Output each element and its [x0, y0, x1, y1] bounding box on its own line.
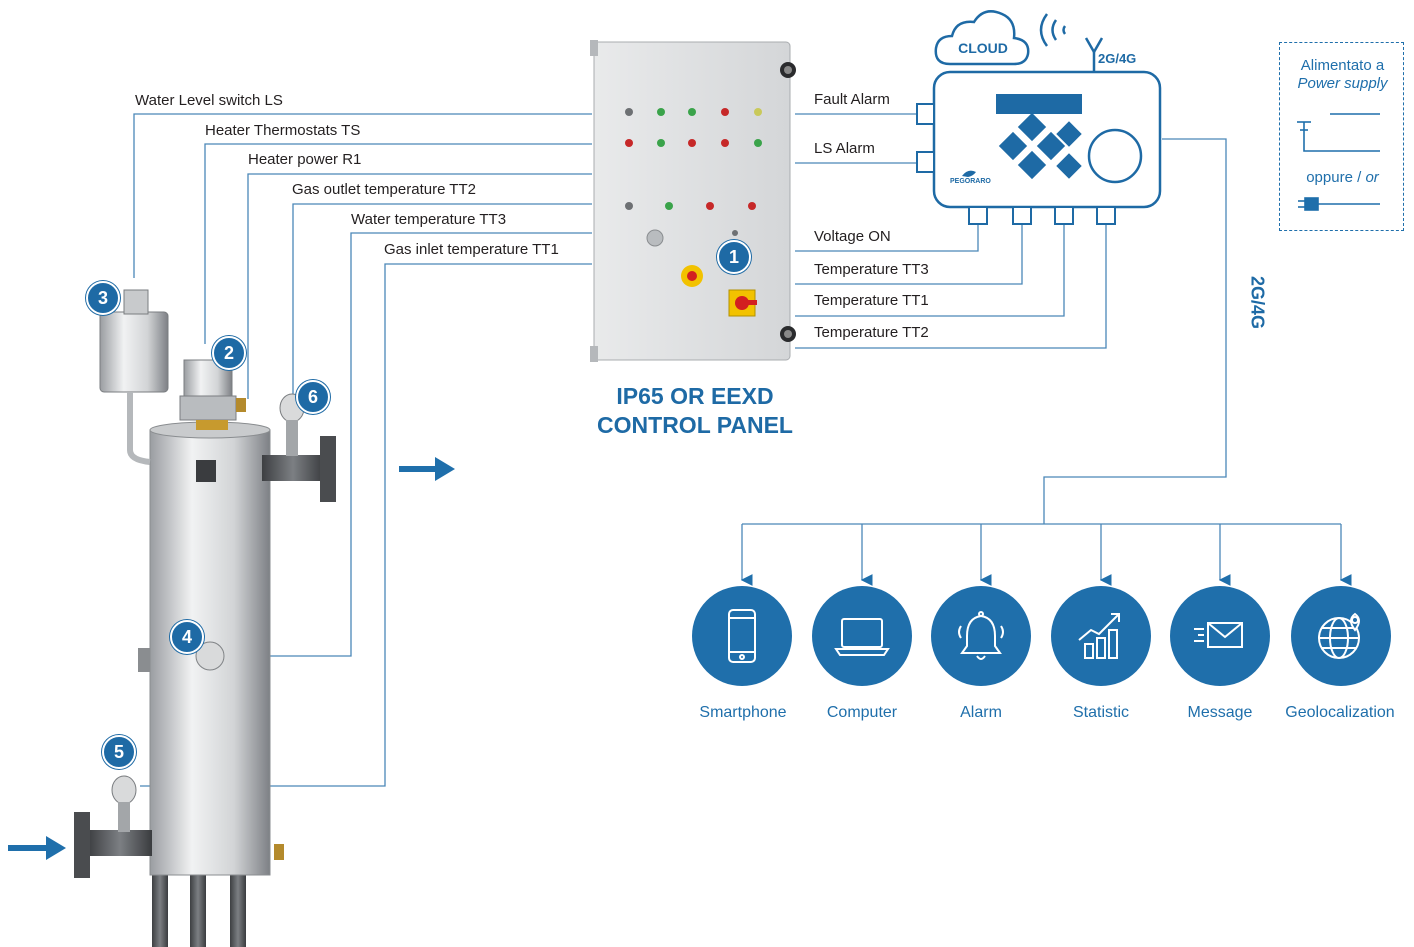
antenna-icon: [1039, 13, 1104, 72]
label-ls-alarm: LS Alarm: [814, 140, 875, 157]
bell-icon: [958, 611, 1004, 660]
statistic-circle: [1051, 586, 1151, 686]
output-label-message: Message: [1187, 704, 1253, 721]
badge-3: 3: [86, 281, 120, 315]
alarm-circle: [931, 586, 1031, 686]
controller-box: [916, 70, 1162, 225]
label-water-temperature: Water temperature TT3: [351, 211, 507, 228]
badge-1: 1: [717, 240, 751, 274]
control-panel-title-line2: CONTROL PANEL: [597, 412, 793, 438]
smartphone-circle: [692, 586, 792, 686]
label-water-level-switch: Water Level switch LS: [135, 92, 283, 109]
badge-4: 4: [170, 620, 204, 654]
badge-6: 6: [296, 380, 330, 414]
control-panel-title: IP65 OR EEXD CONTROL PANEL: [560, 382, 830, 440]
heater-vessel: [74, 289, 336, 947]
label-temperature-tt1: Temperature TT1: [814, 292, 929, 309]
power-supply-or: oppure / or: [1306, 169, 1379, 186]
label-gas-outlet-temperature: Gas outlet temperature TT2: [292, 181, 476, 198]
controller-wires: [740, 113, 1352, 586]
cloud-label: CLOUD: [958, 40, 1008, 56]
panel-indicator-lights: [625, 108, 762, 247]
label-heater-thermostats: Heater Thermostats TS: [205, 122, 361, 139]
control-panel-title-line1: IP65 OR EEXD: [616, 383, 774, 409]
computer-circle: [812, 586, 912, 686]
message-circle: [1170, 586, 1270, 686]
cloud-icon: [934, 10, 1030, 66]
network-label: 2G/4G: [1098, 51, 1137, 66]
power-supply-line1: Alimentato a: [1300, 57, 1385, 74]
envelope-icon: [1194, 622, 1243, 648]
output-label-computer: Computer: [826, 704, 898, 721]
network-vertical-label: 2G/4G: [1247, 275, 1268, 330]
output-label-statistic: Statistic: [1072, 704, 1129, 721]
power-supply-symbols: [1297, 113, 1380, 211]
globe-pin-icon: [1318, 612, 1360, 659]
label-temperature-tt2: Temperature TT2: [814, 324, 929, 341]
label-fault-alarm: Fault Alarm: [814, 91, 890, 108]
label-gas-inlet-temperature: Gas inlet temperature TT1: [384, 241, 559, 258]
output-label-alarm: Alarm: [960, 704, 1002, 721]
controller-brand: PEGORARO: [950, 178, 991, 185]
power-supply-legend: Alimentato a Power supply oppure / or: [1279, 42, 1404, 231]
laptop-icon: [834, 618, 890, 656]
label-temperature-tt3: Temperature TT3: [814, 261, 929, 278]
badge-5: 5: [102, 735, 136, 769]
power-supply-line2: Power supply: [1297, 75, 1388, 92]
label-voltage-on: Voltage ON: [814, 228, 891, 245]
flow-arrows: [8, 457, 455, 860]
smartphone-icon: [728, 609, 756, 663]
label-heater-power: Heater power R1: [248, 151, 362, 168]
geolocalization-circle: [1291, 586, 1391, 686]
output-label-geolocalization: Geolocalization: [1285, 704, 1395, 721]
control-panel-cabinet: [590, 40, 796, 362]
output-label-smartphone: Smartphone: [699, 704, 787, 721]
chart-icon: [1078, 613, 1120, 659]
badge-2: 2: [212, 336, 246, 370]
